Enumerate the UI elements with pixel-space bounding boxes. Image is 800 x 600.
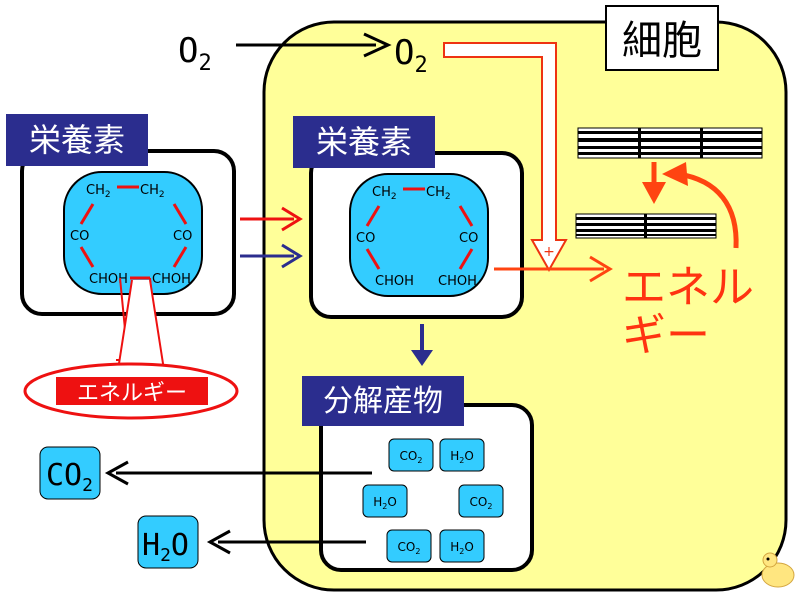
molecule-inside-co-left: CO [356,231,375,246]
decomposition-header [302,376,464,426]
molecule-inside-ch2-left: CH2 [372,185,397,202]
oxygen-path-arrow [443,42,568,273]
product-co2-2: CO2 [458,484,504,518]
energy-label-line2: ギー [622,310,710,361]
molecule-inside: CH2 CH2 CO CO CHOH CHOH [349,173,489,297]
svg-text:CO2: CO2 [46,458,93,496]
h2o-output: H2O [137,515,199,569]
plus-sign: + [543,244,555,260]
svg-text:CO2: CO2 [400,449,423,465]
svg-text:H2O: H2O [450,449,474,465]
energy-release-arrowhead [589,255,613,283]
adp-stripes [575,213,717,239]
svg-text:H2O: H2O [450,540,474,556]
product-h2o-1: H2O [439,438,485,472]
h2o-out-arrowhead [206,529,231,555]
atp-to-adp-arrowhead [642,182,666,204]
molecule-outside-choh-right: CHOH [152,272,191,287]
product-h2o-3: H2O [439,529,485,563]
molecule-inside-choh-right: CHOH [438,274,477,289]
product-h2o-2: H2O [362,484,408,518]
molecule-outside-choh-left: CHOH [89,272,128,287]
cell-label: 細胞 [622,18,702,64]
adp-to-atp-curve [677,171,739,249]
svg-text:CO2: CO2 [470,495,493,511]
molecule-outside-ch2-left: CH2 [86,183,111,200]
molecule-inside-choh-left: CHOH [375,274,414,289]
atp-stripes [577,127,763,159]
nutrient-inside-label: 栄養素 [316,123,412,161]
oxygen-inside: O2 [394,33,428,78]
molecule-outside-co-right: CO [173,229,192,244]
nutrient-inside-header [293,116,435,168]
bond-energy-label: エネルギー [77,381,187,406]
molecule-outside: CH2 CH2 CO CO CHOH CHOH [63,171,203,295]
molecule-inside-bonds [365,187,474,270]
nutrient-in-arrow-red-head [281,206,303,232]
svg-text:H2O: H2O [373,495,397,511]
co2-out-arrowhead [104,460,129,486]
oxygen-outside: O2 [178,31,212,76]
nutrient-outside-header [6,114,148,166]
decomposition-arrowhead [411,350,433,366]
molecule-outside-co-left: CO [70,229,89,244]
co2-output: CO2 [39,446,101,500]
oxygen-inflow-arrowhead [363,32,392,58]
cell-label-box [605,5,719,71]
nutrient-in-arrow-blue-head [281,243,303,269]
product-co2-1: CO2 [388,438,434,472]
decomposition-label: 分解産物 [323,384,443,419]
molecule-outside-ch2-right: CH2 [140,183,165,200]
adp-to-atp-arrowhead [662,162,688,186]
nutrient-outside-label: 栄養素 [29,121,125,159]
molecule-outside-bonds [79,185,188,280]
bond-energy-label-bg [56,377,208,405]
bird-mascot-icon [761,552,795,588]
product-co2-3: CO2 [386,529,432,563]
energy-label-line1: エネル [622,262,754,313]
molecule-inside-co-right: CO [459,231,478,246]
molecule-inside-shape [349,173,489,297]
svg-text:H2O: H2O [142,528,189,566]
svg-text:CO2: CO2 [398,540,421,556]
molecule-inside-ch2-right: CH2 [426,185,451,202]
